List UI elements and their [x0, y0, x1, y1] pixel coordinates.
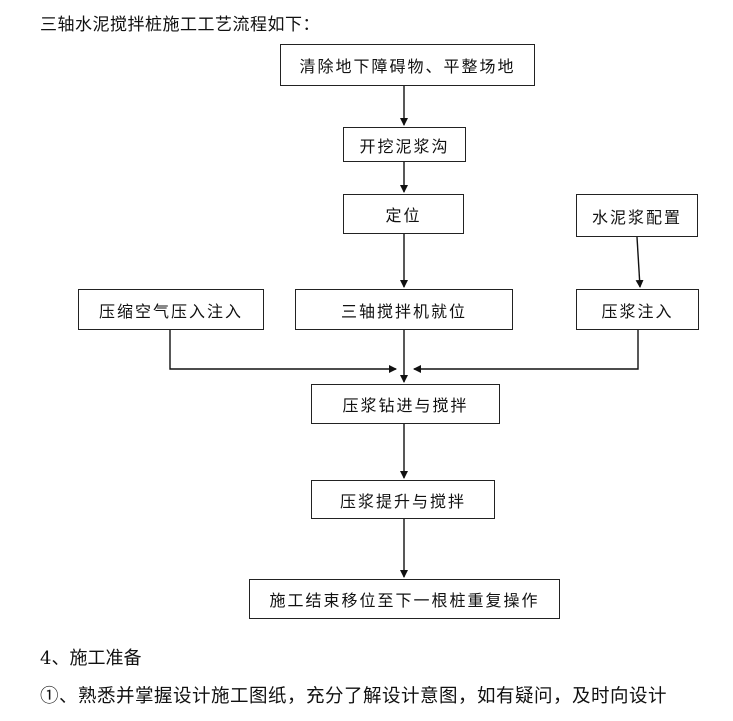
step-grout-injection: 压浆注入 [576, 289, 699, 330]
step-grout-drill-mix: 压浆钻进与搅拌 [311, 384, 500, 424]
arrow-cement-to-grout [635, 236, 644, 288]
arrow-air-to-drill [169, 330, 397, 373]
step-cement-slurry-mix: 水泥浆配置 [576, 194, 698, 237]
step-positioning: 定位 [343, 194, 464, 234]
step-grout-lift-mix: 压浆提升与搅拌 [311, 480, 495, 519]
body-paragraph: ①、熟悉并掌握设计施工图纸，充分了解设计意图，如有疑问，及时向设计 [40, 686, 668, 707]
step-clear-obstacles: 清除地下障碍物、平整场地 [280, 44, 535, 86]
step-dig-trench: 开挖泥浆沟 [343, 127, 466, 162]
step-mixer-in-place: 三轴搅拌机就位 [295, 289, 513, 330]
page-heading: 三轴水泥搅拌桩施工工艺流程如下： [40, 15, 320, 35]
arrow-grout-to-drill [413, 330, 639, 373]
section-title: 4、施工准备 [40, 648, 142, 669]
step-compressed-air-injection: 压缩空气压入注入 [78, 289, 264, 330]
step-finish-move-next: 施工结束移位至下一根桩重复操作 [249, 579, 560, 619]
